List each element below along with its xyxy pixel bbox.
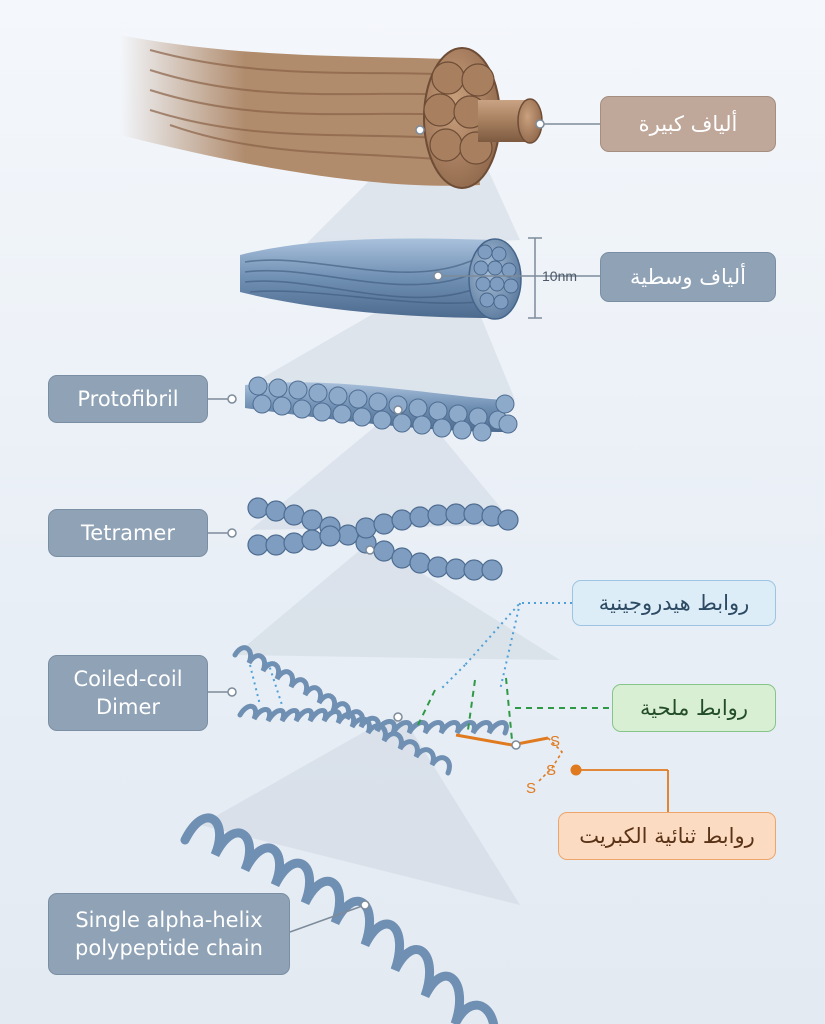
dimension-marker: [528, 237, 542, 319]
large-fiber-rope: [120, 35, 543, 189]
label-single-alpha-helix: Single alpha-helix polypeptide chain: [48, 893, 290, 975]
coiled-coil-dimer: [232, 645, 509, 776]
large-fiber-end: [423, 47, 543, 189]
label-disulfide-bonds: روابط ثنائية الكبريت: [558, 812, 776, 860]
dimension-label: 10nm: [542, 268, 578, 284]
sulfur-atom-1: S: [550, 733, 561, 750]
zoom-cone-3: [250, 410, 515, 530]
sulfur-atom-3: S: [526, 780, 537, 797]
disulfide-bond-lines: [455, 733, 669, 812]
tetramer-coils: [247, 497, 519, 581]
label-coiled-coil-dimer: Coiled-coil Dimer: [48, 655, 208, 731]
intermediate-fiber: [240, 237, 542, 320]
label-salt-bonds: روابط ملحية: [612, 684, 776, 732]
sulfur-atom-2: S: [546, 762, 557, 779]
hydrogen-bond-lines: [249, 602, 572, 706]
label-hydrogen-bonds: روابط هيدروجينية: [572, 580, 776, 626]
zoom-cone-5: [200, 720, 520, 905]
salt-bond-lines: [417, 677, 612, 741]
label-tetramer: Tetramer: [48, 509, 208, 557]
label-protofibril: Protofibril: [48, 375, 208, 423]
zoom-cones: [200, 130, 560, 905]
callout-dots: [227, 119, 545, 910]
label-large-fibers: ألياف كبيرة: [600, 96, 776, 152]
zoom-cone-4: [235, 550, 560, 660]
label-intermediate-fibers: ألياف وسطية: [600, 252, 776, 302]
intermediate-fiber-end: [468, 238, 522, 320]
